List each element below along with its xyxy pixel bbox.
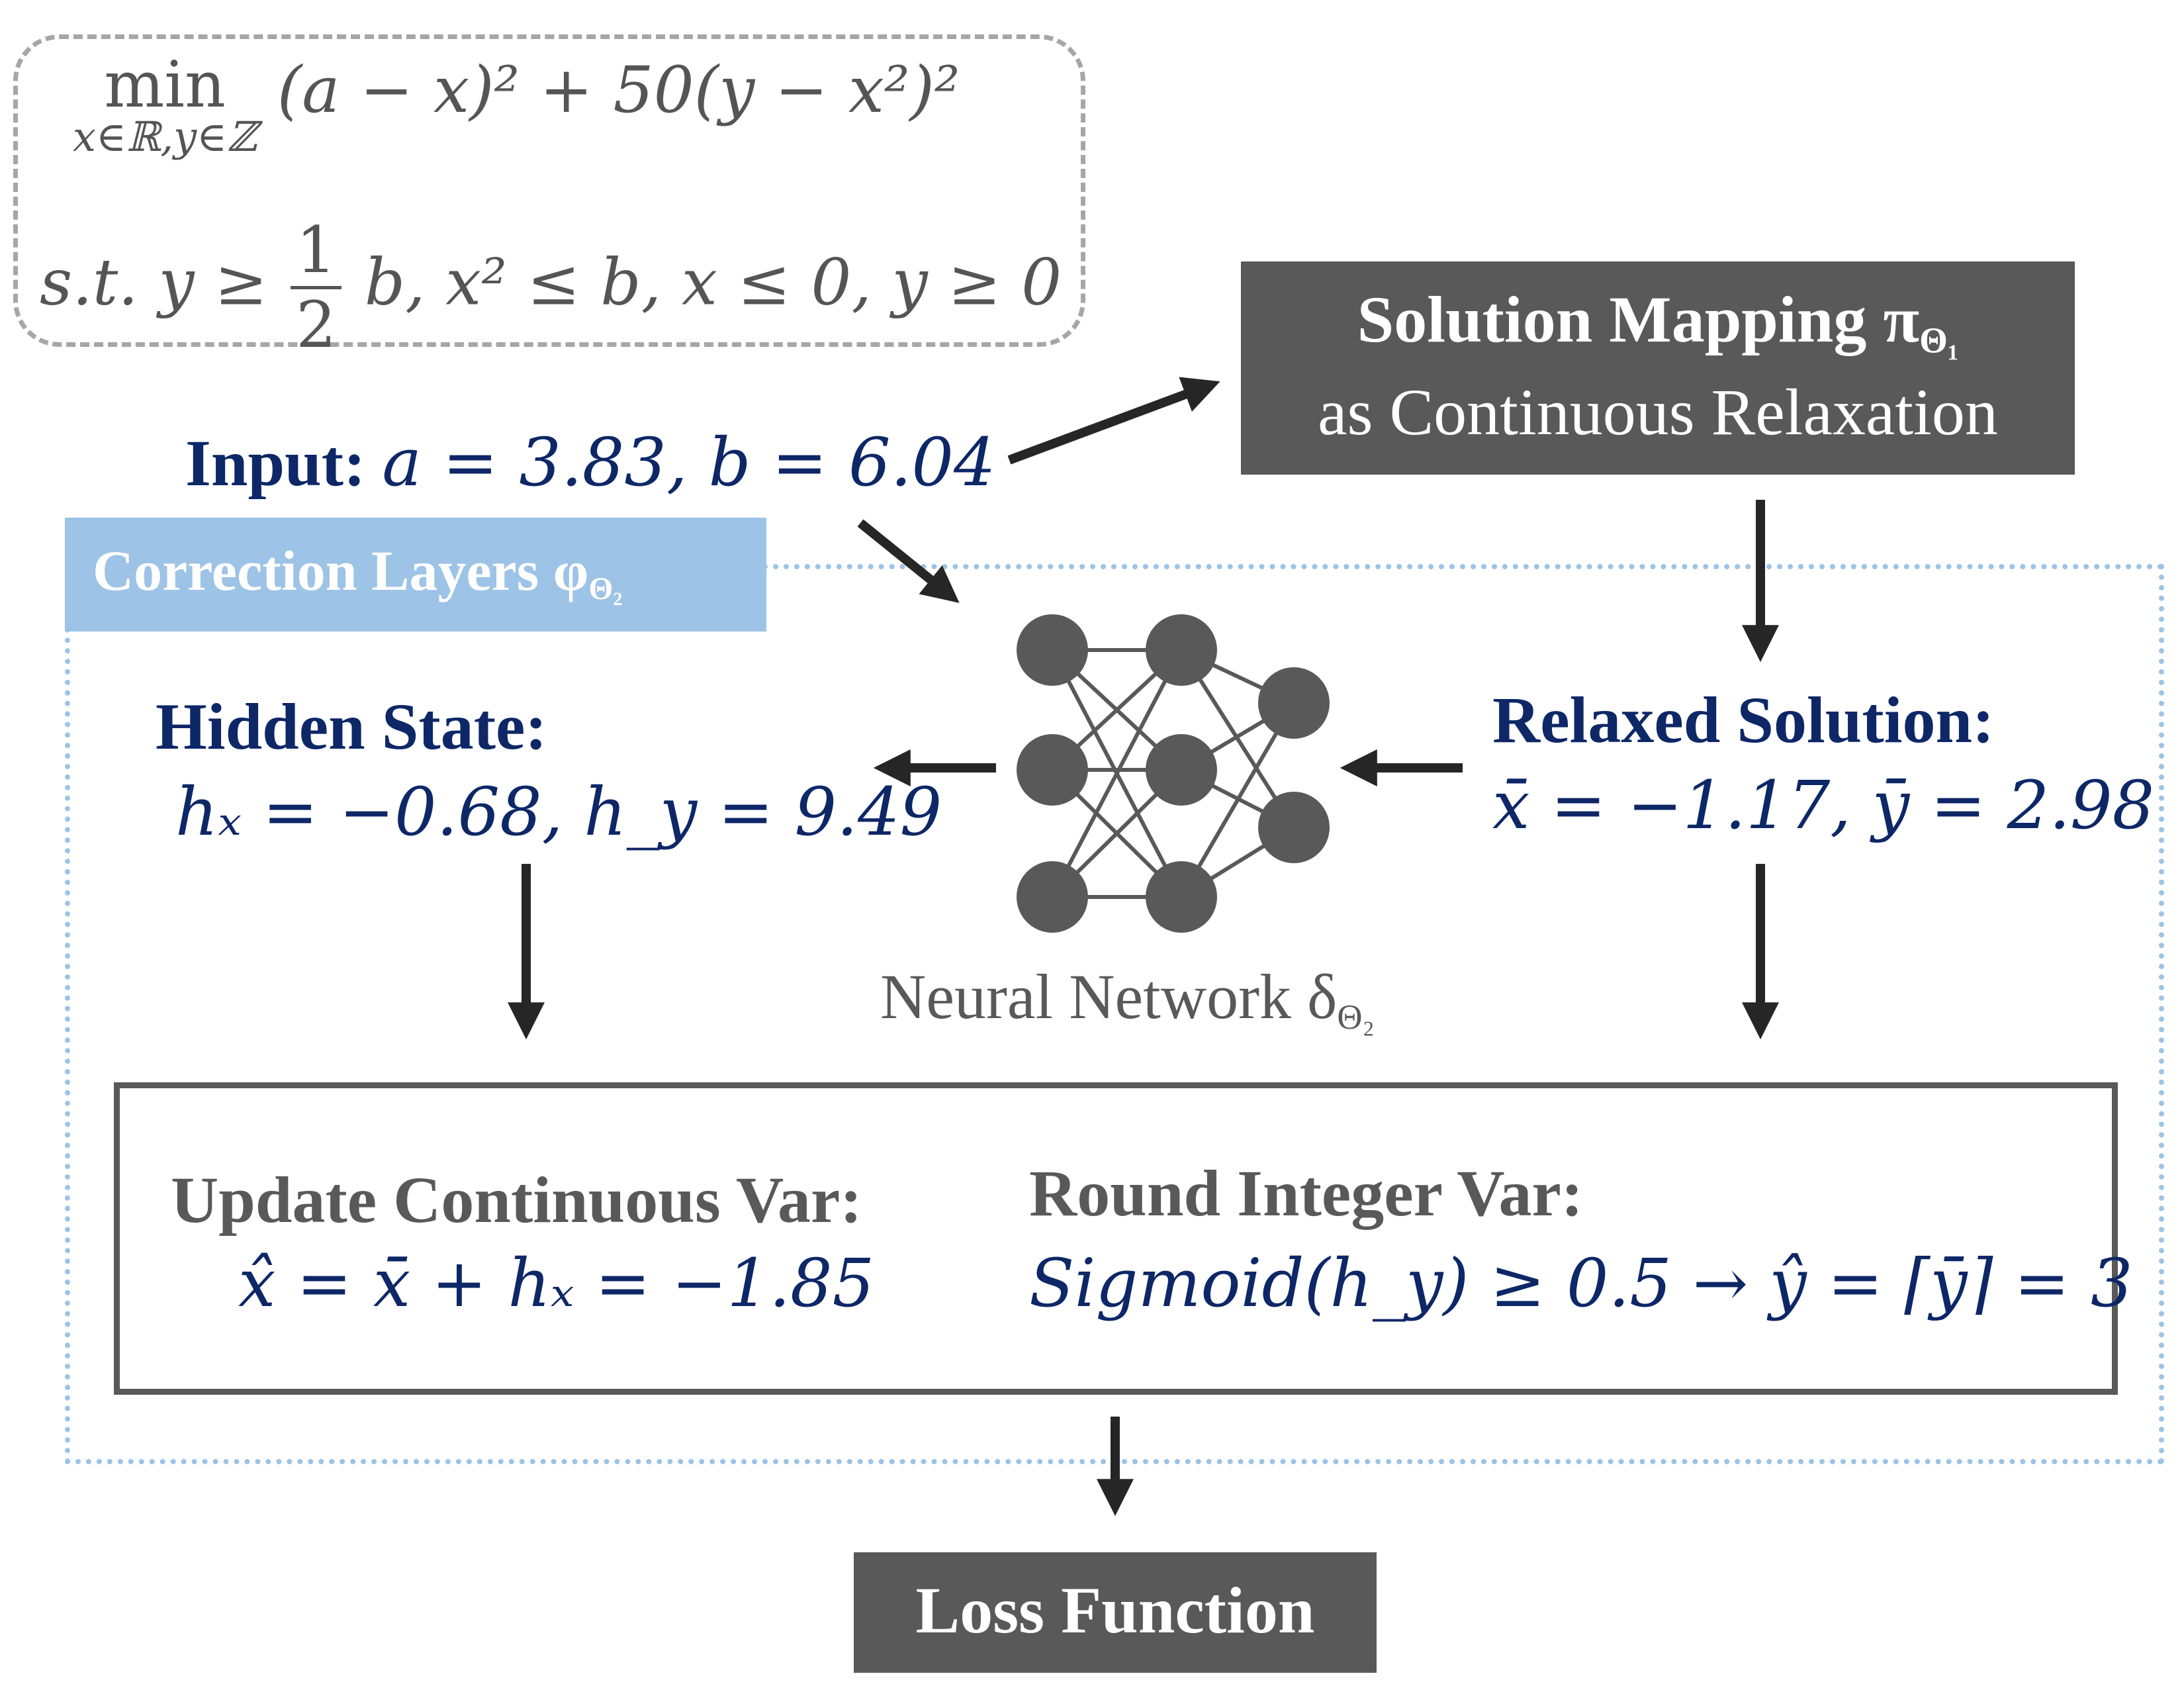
problem-definition-box [13, 34, 1085, 347]
update-continuous-formula: x̂ = x̄ + hₓ = −1.85 [238, 1244, 875, 1322]
solution-mapping-box [1241, 261, 2075, 475]
min-subscript: x∈ℝ,y∈ℤ [73, 113, 257, 161]
update-continuous-title: Update Continuous Var: [171, 1163, 862, 1237]
nn-node [1017, 614, 1088, 686]
input-values: a = 3.83, b = 6.04 [382, 424, 996, 501]
min-operator: min [104, 48, 226, 122]
correction-layers-label: Correction Layers φΘ₂ [93, 538, 622, 607]
nn-node [1146, 734, 1217, 806]
nn-nodes [1017, 614, 1330, 933]
loss-function-box [854, 1552, 1377, 1673]
nn-node [1146, 861, 1217, 933]
correction-layers-subscript: Θ₂ [588, 572, 623, 607]
loss-function-label: Loss Function [915, 1573, 1315, 1647]
arrow-input-to-network [857, 519, 960, 603]
nn-node [1017, 861, 1088, 933]
relaxed-solution-values: x̄ = −1.17, ȳ = 2.98 [1492, 767, 2155, 844]
objective-line: min x∈ℝ,y∈ℤ (a − x)² + 50(y − x²)² [73, 53, 960, 158]
round-integer-title: Round Integer Var: [1029, 1156, 1584, 1230]
solution-mapping-title: Solution Mapping πΘ₁ [1241, 281, 2075, 361]
constraint-fraction: 1 2 [291, 218, 342, 362]
nn-node [1146, 614, 1217, 686]
arrow-input-to-solution [1007, 377, 1220, 465]
constraint-prefix: s.t. y ≥ [40, 245, 268, 320]
nn-node [1017, 734, 1088, 806]
nn-node [1258, 667, 1330, 739]
neural-network-label-text: Neural Network δ [880, 961, 1338, 1032]
correction-layers-tab [65, 518, 766, 632]
constraint-line: s.t. y ≥ 1 2 b, x² ≤ b, x ≤ 0, y ≥ 0 [40, 218, 1062, 357]
update-box [114, 1082, 2118, 1395]
hidden-state-values: hₓ = −0.68, h_y = 9.49 [175, 773, 942, 851]
input-line: Input: a = 3.83, b = 6.04 [185, 424, 996, 501]
neural-network-label: Neural Network δΘ₂ [880, 960, 1375, 1037]
objective-expression: (a − x)² + 50(y − x²)² [277, 53, 960, 127]
neural-network-subscript: Θ₂ [1337, 998, 1375, 1037]
round-integer-formula: Sigmoid(h_y) ≥ 0.5 → ŷ = ⌈ȳ⌉ = 3 [1029, 1244, 2133, 1322]
solution-mapping-subtitle: as Continuous Relaxation [1318, 375, 1998, 449]
correction-layers-text: Correction Layers φ [93, 539, 589, 602]
fraction-numerator: 1 [291, 218, 342, 289]
solution-mapping-title-text: Solution Mapping π [1357, 283, 1920, 356]
min-operator-group: min x∈ℝ,y∈ℤ [73, 53, 257, 158]
input-label: Input: [185, 426, 366, 500]
nn-node [1258, 792, 1330, 863]
hidden-state-title: Hidden State: [156, 690, 547, 763]
constraint-rest: b, x² ≤ b, x ≤ 0, y ≥ 0 [364, 245, 1062, 320]
solution-mapping-subscript: Θ₁ [1919, 320, 1959, 361]
relaxed-solution-title: Relaxed Solution: [1492, 683, 1995, 757]
fraction-denominator: 2 [296, 288, 337, 362]
